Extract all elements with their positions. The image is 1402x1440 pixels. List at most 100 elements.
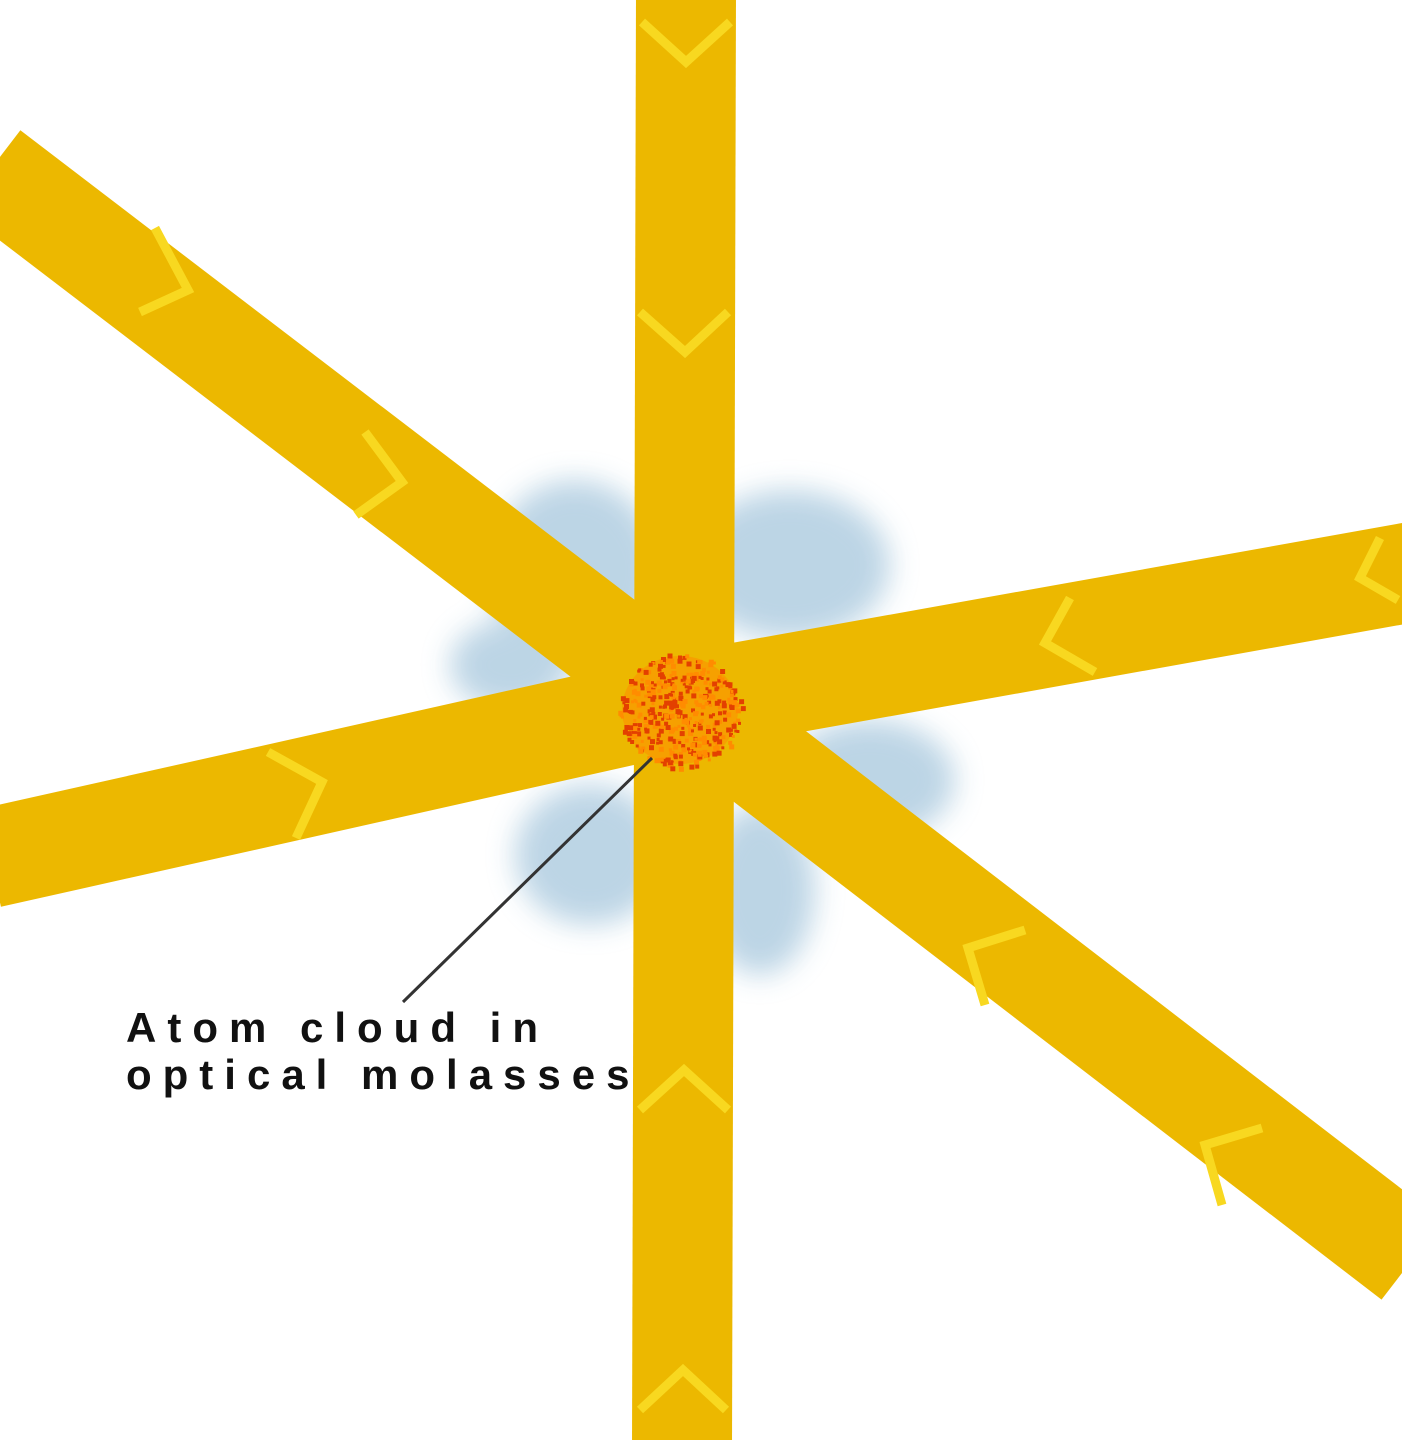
atom-dot — [686, 690, 690, 694]
atom-dot — [680, 731, 685, 736]
atom-dot — [641, 740, 644, 743]
atom-dot — [663, 684, 668, 689]
atom-dot — [657, 733, 661, 737]
atom-dot — [736, 730, 739, 733]
atom-dot — [708, 758, 711, 761]
atom-dot — [702, 668, 706, 672]
atom-dot — [657, 689, 661, 693]
atom-dot — [636, 745, 639, 748]
atom-dot — [650, 715, 654, 719]
atom-dot — [671, 707, 674, 710]
atom-dot — [726, 712, 731, 717]
atom-cloud-label: Atom cloud in optical molasses — [126, 1004, 640, 1098]
atom-dot — [690, 743, 695, 748]
atom-dot — [695, 721, 698, 724]
atom-dot — [694, 738, 697, 741]
atom-dot — [637, 670, 640, 673]
atom-dot — [651, 689, 656, 694]
atom-dot — [672, 700, 677, 705]
atom-dot — [659, 695, 663, 699]
atom-dot — [652, 702, 655, 705]
atom-dot — [714, 736, 719, 741]
atom-dot — [623, 707, 628, 712]
atom-dot — [693, 711, 698, 716]
atom-dot — [630, 740, 634, 744]
atom-dot — [712, 752, 717, 757]
atom-dot — [649, 663, 653, 667]
atom-dot — [714, 687, 718, 691]
atom-dot — [669, 659, 674, 664]
atom-dot — [685, 685, 688, 688]
atom-dot — [629, 710, 633, 714]
atom-dot — [679, 755, 683, 759]
atom-dot — [707, 671, 710, 674]
atom-dot — [720, 669, 725, 674]
atom-dot — [664, 714, 669, 719]
atom-dot — [669, 674, 672, 677]
atom-dot — [691, 693, 696, 698]
atom-dot — [668, 737, 673, 742]
atom-dot — [618, 711, 623, 716]
atom-dot — [684, 720, 689, 725]
caption-line-1: Atom cloud in — [126, 1004, 640, 1051]
atom-dot — [730, 693, 734, 697]
atom-dot — [648, 720, 653, 725]
atom-dot — [674, 755, 678, 759]
atom-dot — [632, 734, 637, 739]
atom-dot — [667, 684, 670, 687]
atom-dot — [641, 686, 645, 690]
atom-dot — [621, 696, 626, 701]
atom-dot — [623, 730, 628, 735]
atom-dot — [687, 747, 690, 750]
atom-dot — [729, 744, 734, 749]
atom-dot — [723, 718, 727, 722]
atom-dot — [720, 685, 723, 688]
atom-dot — [669, 748, 672, 751]
atom-dot — [713, 728, 716, 731]
atom-dot — [664, 759, 667, 762]
atom-dot — [687, 725, 690, 728]
atom-dot — [691, 729, 694, 732]
atom-dot — [738, 722, 741, 725]
atom-dot — [664, 680, 667, 683]
atom-dot — [705, 702, 709, 706]
atom-dot — [721, 735, 725, 739]
atom-dot — [709, 683, 712, 686]
atom-dot — [717, 751, 722, 756]
atom-dot — [732, 735, 735, 738]
atom-dot — [663, 762, 667, 766]
atom-dot — [649, 745, 654, 750]
atom-dot — [702, 750, 707, 755]
atom-dot — [655, 721, 660, 726]
atom-dot — [702, 740, 707, 745]
atom-dot — [706, 725, 710, 729]
atom-dot — [732, 724, 737, 729]
atom-dot — [704, 681, 708, 685]
atom-dot — [713, 746, 716, 749]
atom-dot — [730, 729, 733, 732]
atom-dot — [641, 678, 644, 681]
atom-dot — [694, 687, 699, 692]
atom-dot — [699, 676, 702, 679]
atom-dot — [671, 664, 676, 669]
atom-dot — [666, 725, 671, 730]
atom-dot — [650, 739, 655, 744]
atom-dot — [667, 679, 671, 683]
atom-dot — [709, 660, 714, 665]
atom-dot — [698, 726, 703, 731]
atom-dot — [693, 753, 697, 757]
atom-dot — [678, 741, 681, 744]
atom-dot — [729, 682, 733, 686]
atom-dot — [673, 745, 678, 750]
atom-dot — [715, 731, 718, 734]
atom-dot — [638, 723, 642, 727]
atom-dot — [646, 686, 651, 691]
atom-dot — [709, 704, 712, 707]
atom-dot — [631, 700, 634, 703]
atom-dot — [637, 703, 642, 708]
atom-dot — [656, 742, 659, 745]
caption-line-2: optical molasses — [126, 1051, 640, 1098]
atom-dot — [647, 693, 651, 697]
atom-dot — [689, 686, 692, 689]
